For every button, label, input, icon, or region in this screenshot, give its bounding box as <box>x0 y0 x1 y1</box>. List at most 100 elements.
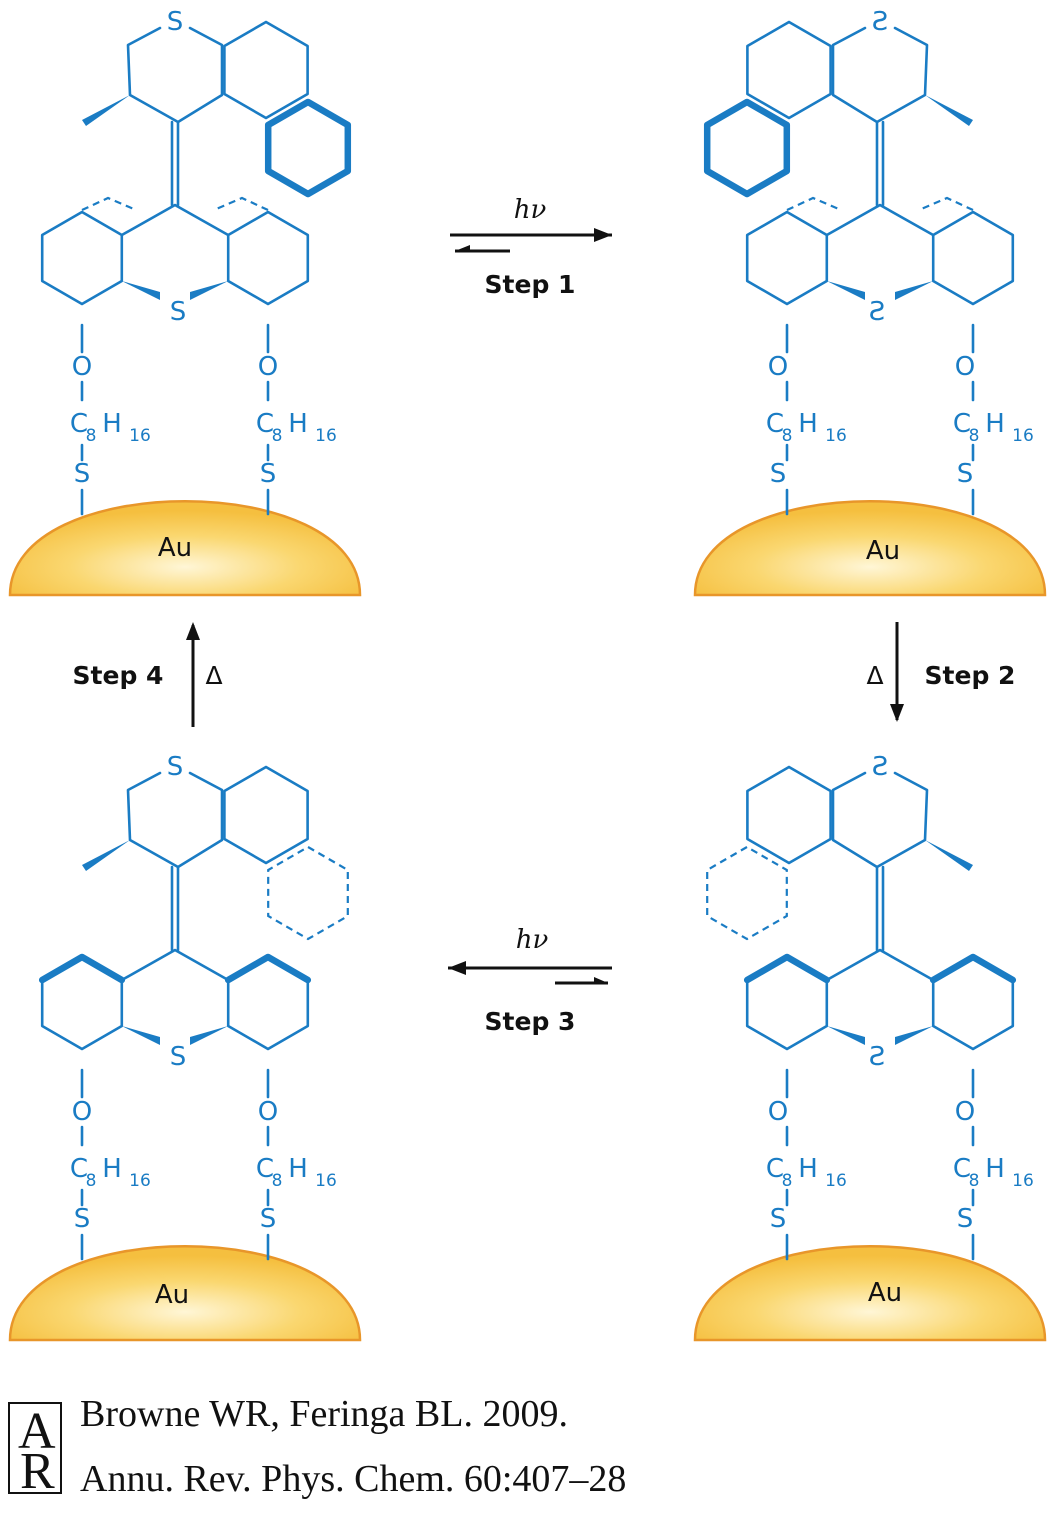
upper-sulfur-atom: S <box>167 752 184 782</box>
chain-c-1: C <box>256 409 274 439</box>
gold-surface <box>8 500 362 597</box>
chain-h-4: H <box>102 1154 122 1184</box>
wedge-left-s <box>895 1026 934 1045</box>
chain-c-sub-6: 8 <box>782 1171 793 1191</box>
chain-c-sub-2: 8 <box>782 426 793 446</box>
naphthalene-ring-b <box>267 845 349 941</box>
naphthalene-ring-a <box>223 765 309 865</box>
thiol-sulfur-0: S <box>74 459 91 489</box>
central-ring-top <box>120 203 230 237</box>
chain-h-3: H <box>985 409 1005 439</box>
gold-surface <box>693 500 1047 597</box>
chain-h-sub-2: 16 <box>825 426 847 446</box>
chain-h-2: H <box>798 409 818 439</box>
wedge-left-s <box>121 1026 160 1045</box>
gold-label-1: Au <box>866 536 900 566</box>
chain-c-sub-1: 8 <box>272 426 283 446</box>
central-double-bond <box>170 865 180 952</box>
oxygen-atom-7: O <box>955 1097 975 1127</box>
chain-h-sub-1: 16 <box>315 426 337 446</box>
naphthalene-ring-b <box>264 98 352 198</box>
chain-h-sub-4: 16 <box>129 1171 151 1191</box>
chain-c-7: C <box>953 1154 971 1184</box>
naphthalene-ring-b <box>703 98 791 198</box>
central-double-bond <box>875 865 885 952</box>
chain-h-sub-0: 16 <box>129 426 151 446</box>
chain-c-0: C <box>70 409 88 439</box>
gold-surface <box>693 1245 1047 1342</box>
gold-label-0: Au <box>158 533 192 563</box>
lower-bold-left <box>38 953 126 984</box>
step2-delta-label: Δ <box>866 661 883 690</box>
naphthalene-ring-a <box>746 20 832 120</box>
motor-unit-bottom-right: SS <box>693 752 1047 1342</box>
wedge-right-s <box>190 1026 229 1045</box>
chain-h-1: H <box>288 409 308 439</box>
chain-h-sub-6: 16 <box>825 1171 847 1191</box>
chain-h-6: H <box>798 1154 818 1184</box>
central-ring-top <box>825 203 935 237</box>
thiol-sulfur-4: S <box>74 1204 91 1234</box>
oxygen-atom-1: O <box>258 352 278 382</box>
citation-line-journal: Annu. Rev. Phys. Chem. 60:407–28 <box>80 1458 627 1500</box>
lower-sulfur-atom: S <box>170 1042 187 1072</box>
thiol-sulfur-7: S <box>957 1204 974 1234</box>
step1-label: Step 1 <box>485 270 576 299</box>
upper-thiopyran-left <box>126 771 180 869</box>
wedge-left-s <box>121 281 160 300</box>
step2-arrowhead <box>890 704 904 722</box>
chain-h-5: H <box>288 1154 308 1184</box>
lower-left-ring <box>931 210 1015 306</box>
oxygen-atom-6: O <box>768 1097 788 1127</box>
lower-dashed-left <box>920 196 974 211</box>
naphthalene-ring-a <box>746 765 832 865</box>
thiol-sulfur-3: S <box>957 459 974 489</box>
step4-arrowhead <box>186 622 200 640</box>
central-double-bond <box>875 120 885 207</box>
thiol-sulfur-1: S <box>260 459 277 489</box>
wedge-right-s <box>190 281 229 300</box>
step3-label: Step 3 <box>485 1007 576 1036</box>
chain-c-5: C <box>256 1154 274 1184</box>
chain-h-sub-7: 16 <box>1012 1171 1034 1191</box>
upper-thiopyran-left <box>875 26 929 124</box>
upper-sulfur-atom: S <box>167 7 184 37</box>
step1-hv-label: hν <box>514 195 547 225</box>
citation-line-authors: Browne WR, Feringa BL. 2009. <box>80 1393 568 1435</box>
chain-h-0: H <box>102 409 122 439</box>
central-ring-top <box>825 948 935 982</box>
chain-c-3: C <box>953 409 971 439</box>
lower-bold-right <box>743 953 831 984</box>
chain-h-sub-5: 16 <box>315 1171 337 1191</box>
chain-c-sub-4: 8 <box>86 1171 97 1191</box>
chain-c-2: C <box>766 409 784 439</box>
lower-left-ring <box>40 210 124 306</box>
lower-right-ring <box>745 210 829 306</box>
upper-thiopyran-right <box>831 771 879 869</box>
chain-c-4: C <box>70 1154 88 1184</box>
step1-arrowhead <box>594 228 612 242</box>
chain-c-sub-7: 8 <box>969 1171 980 1191</box>
lower-bold-left <box>929 953 1017 984</box>
chain-c-sub-0: 8 <box>86 426 97 446</box>
gold-label-2: Au <box>155 1280 189 1310</box>
chain-c-sub-5: 8 <box>272 1171 283 1191</box>
chain-h-7: H <box>985 1154 1005 1184</box>
upper-sulfur-atom: S <box>872 7 889 37</box>
upper-sulfur-atom: S <box>872 752 889 782</box>
lower-bold-right <box>224 953 312 984</box>
oxygen-atom-0: O <box>72 352 92 382</box>
central-double-bond <box>170 120 180 207</box>
chain-c-6: C <box>766 1154 784 1184</box>
oxygen-atom-5: O <box>258 1097 278 1127</box>
methyl-wedge <box>82 840 130 871</box>
wedge-left-s <box>895 281 934 300</box>
gold-label-3: Au <box>868 1278 902 1308</box>
step1-back-half-head <box>455 245 470 251</box>
motor-unit-bottom-left: SS <box>8 752 362 1342</box>
step4-label: Step 4 <box>73 661 164 690</box>
central-ring-top <box>120 948 230 982</box>
oxygen-atom-2: O <box>768 352 788 382</box>
step3-hv-label: hν <box>516 925 549 955</box>
step3-back-half-head <box>594 977 608 983</box>
